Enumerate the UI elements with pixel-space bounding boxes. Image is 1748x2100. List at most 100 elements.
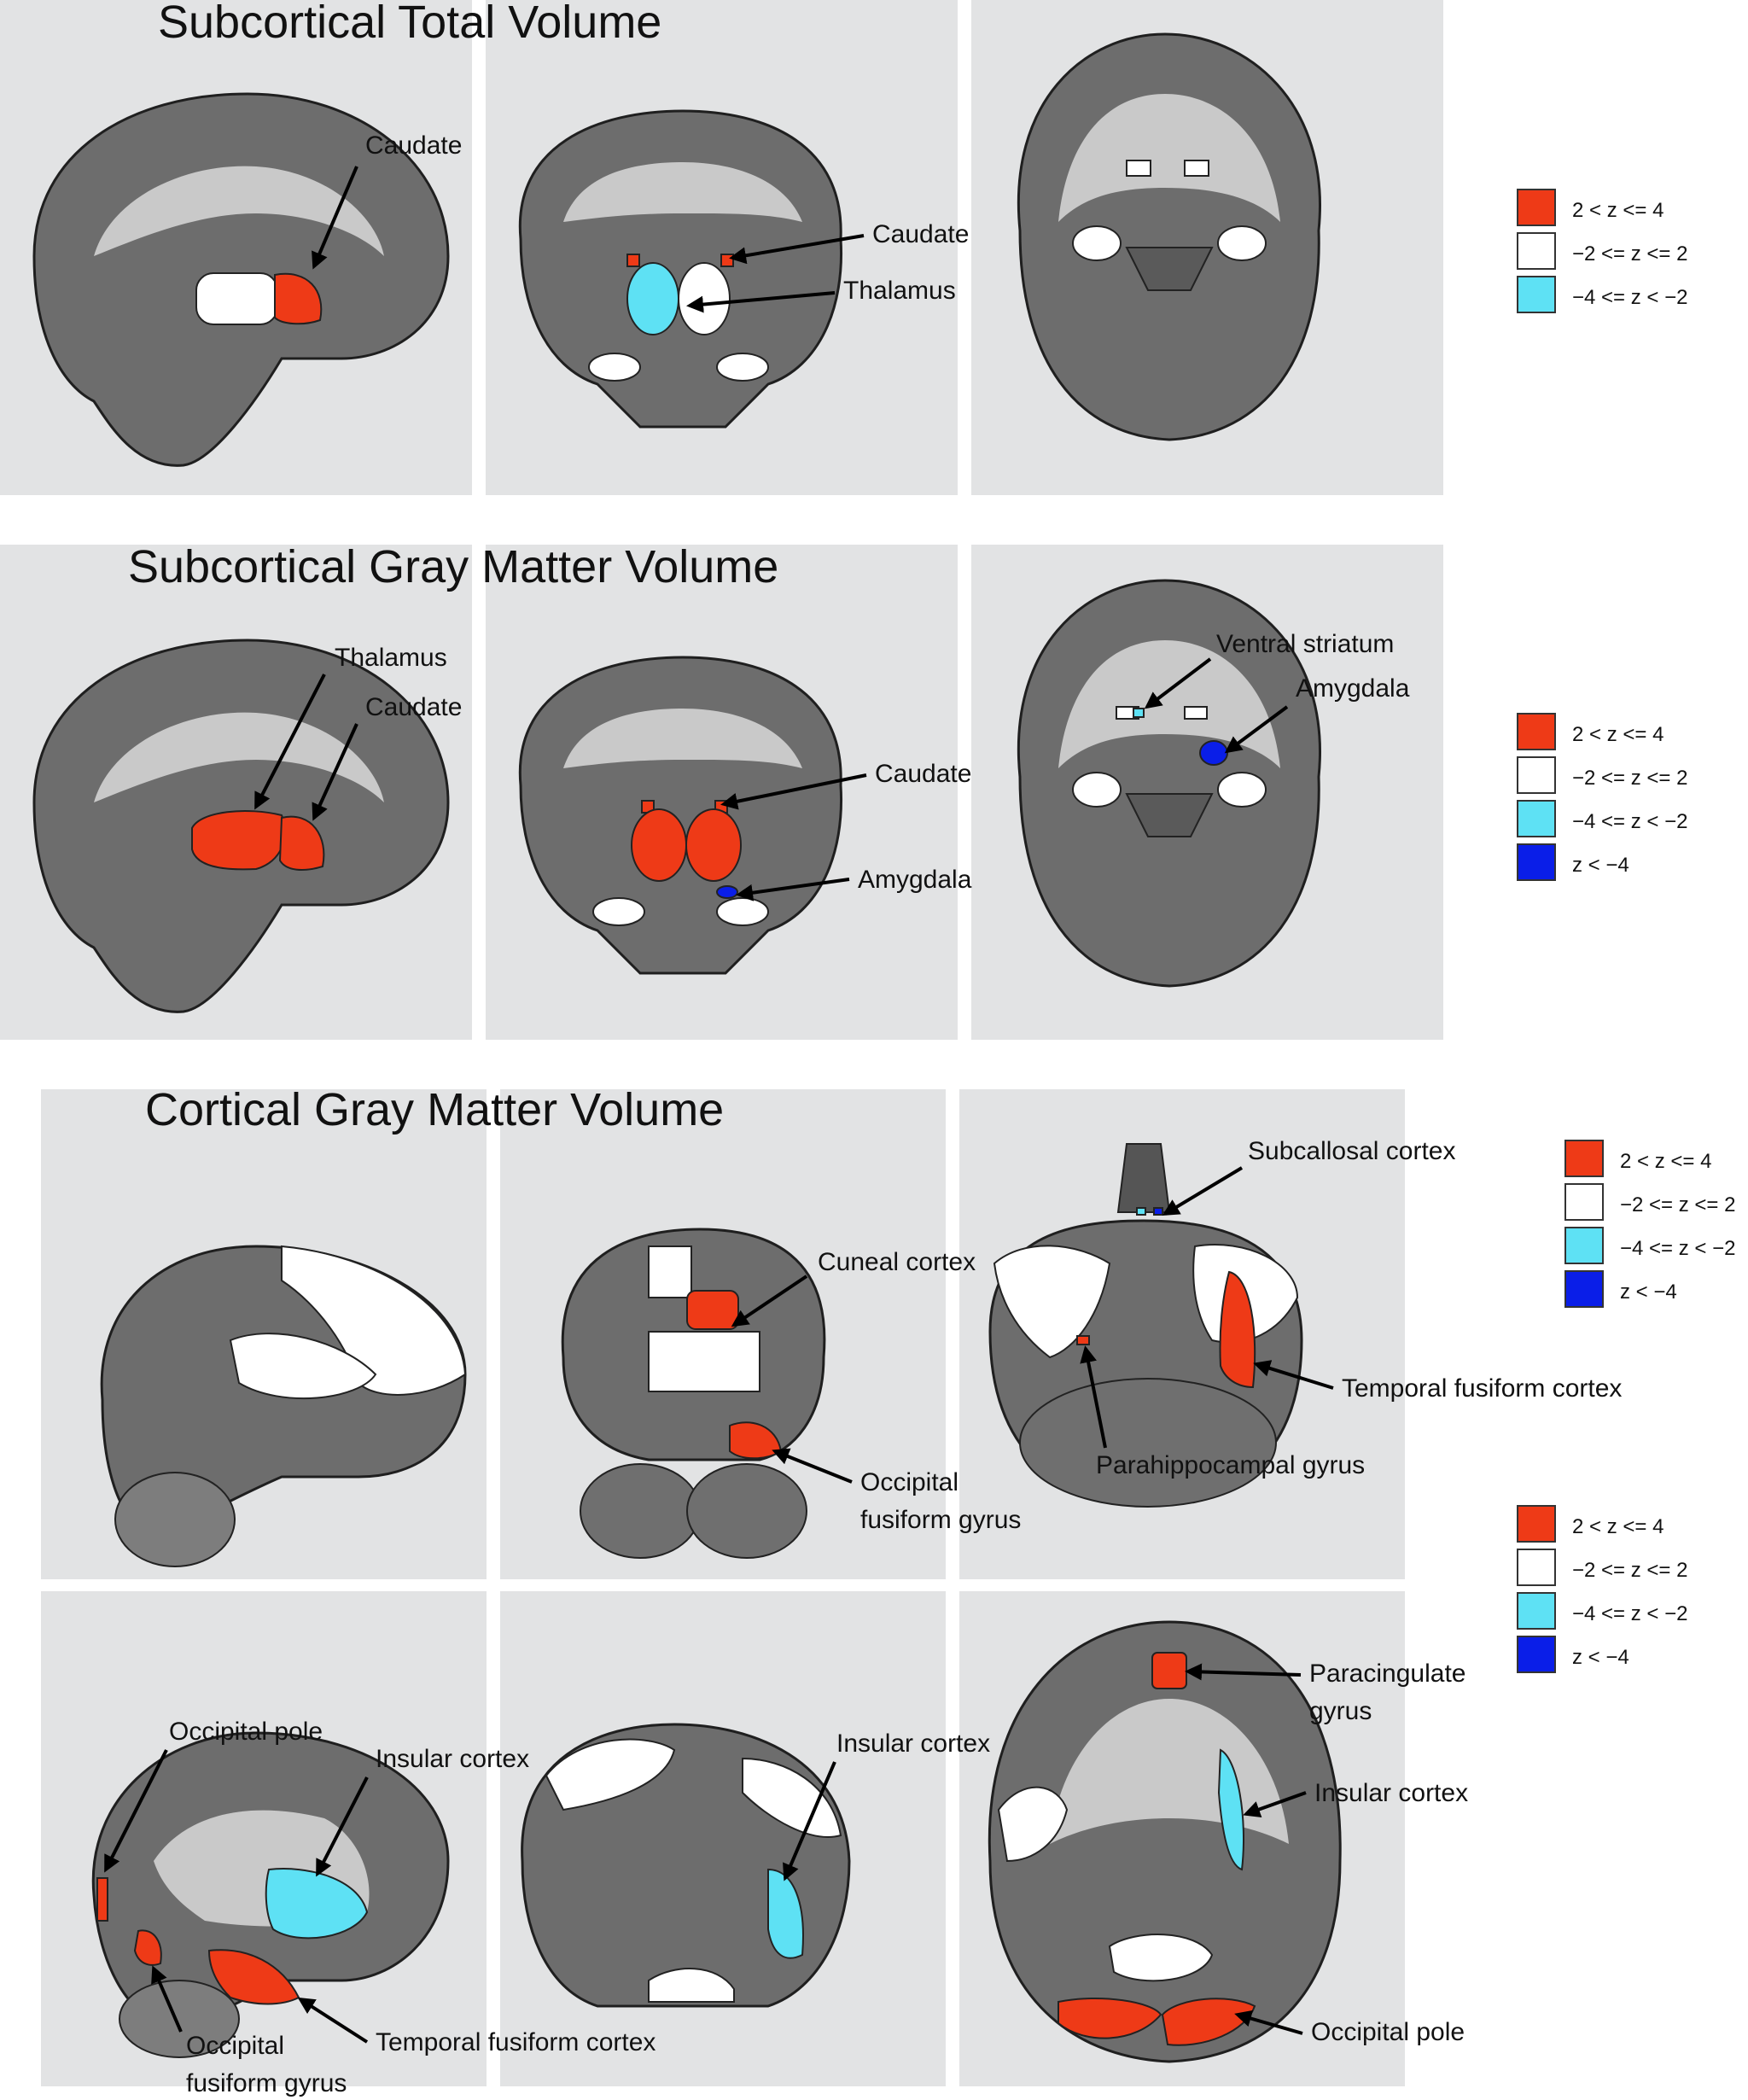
label-occ-fus-3a-2: fusiform gyrus — [860, 1506, 1021, 1534]
label-occ-fus-sag-1: Occipital — [186, 2032, 284, 2060]
roi-cortex — [997, 1786, 1069, 1863]
arrow-paracingulate — [1185, 1663, 1302, 1681]
cerebellum-left — [580, 1463, 701, 1559]
roi-ventral-striatum — [1133, 708, 1145, 718]
label-caudate-sag-2: Caudate — [365, 693, 462, 721]
arrow-thalamus-sag-2 — [254, 674, 326, 810]
sagittal-brain-2 — [32, 639, 450, 1013]
roi-subcallosal-cyan — [1136, 1207, 1146, 1216]
legend-swatch-white — [1564, 1183, 1604, 1221]
arrow-caudate-cor-1 — [729, 234, 865, 265]
arrow-amygdala-ax-2 — [1224, 705, 1289, 754]
legend-3a: 2 < z <= 4 −2 <= z <= 2 −4 <= z < −2 z <… — [1564, 1140, 1735, 1308]
roi-ventral-right — [1184, 160, 1209, 177]
roi-temporal-fusiform — [1219, 1270, 1256, 1389]
legend-swatch-cyan — [1517, 800, 1556, 837]
legend-swatch-white — [1517, 756, 1556, 794]
arrow-parahippocampal — [1080, 1345, 1107, 1449]
roi-thalamus-left — [631, 808, 687, 882]
legend-label: −4 <= z < −2 — [1620, 1237, 1735, 1260]
legend-swatch-red — [1517, 189, 1556, 226]
arrow-temporal-fus-3a — [1253, 1360, 1334, 1390]
roi-amygdala-right — [1217, 225, 1267, 261]
section-subcortical-gray: Subcortical Gray Matter Volume Thalamus … — [0, 541, 1687, 1040]
legend-label: −2 <= z <= 2 — [1620, 1193, 1735, 1216]
roi-brainstem — [648, 1968, 735, 2003]
roi-amygdala — [1199, 740, 1228, 766]
arrow-occ-pole-sag — [104, 1749, 168, 1873]
legend-swatch-blue — [1564, 1270, 1604, 1308]
label-insular-sag: Insular cortex — [376, 1745, 529, 1773]
roi-cortex — [742, 1757, 842, 1838]
legend-3b: 2 < z <= 4 −2 <= z <= 2 −4 <= z < −2 z <… — [1517, 1505, 1687, 1673]
roi-occipital-pole — [96, 1877, 108, 1922]
roi-subcallosal-blue — [1153, 1207, 1163, 1216]
arrow-caudate-sag-2 — [312, 723, 358, 821]
cerebellum-right — [686, 1463, 807, 1559]
legend-swatch-white — [1517, 1549, 1556, 1586]
roi-cortex — [281, 1245, 467, 1396]
sagittal-brain-3b — [91, 1731, 450, 2058]
label-paracingulate-1: Paracingulate — [1309, 1660, 1465, 1688]
axial-brain-3a — [988, 1143, 1303, 1508]
roi-hippocampus-right — [716, 353, 769, 382]
label-cuneal: Cuneal cortex — [818, 1248, 976, 1276]
roi-occipital-pole-right — [1161, 1998, 1256, 2046]
label-amygdala-cor-2: Amygdala — [858, 866, 972, 894]
roi-caudate — [278, 815, 325, 872]
roi-thalamus — [191, 810, 286, 871]
arrow-occ-fus-sag — [151, 1965, 183, 2033]
roi-hippocampus-left — [1072, 772, 1122, 808]
legend-swatch-white — [1517, 232, 1556, 270]
arrow-thalamus-cor-1 — [686, 291, 836, 313]
sagittal-brain-1 — [32, 92, 450, 467]
legend-label: 2 < z <= 4 — [1572, 1515, 1664, 1538]
legend-label: −2 <= z <= 2 — [1572, 767, 1687, 790]
roi-cortex — [545, 1738, 676, 1811]
label-amygdala-ax-2: Amygdala — [1296, 674, 1410, 703]
brainstem — [1125, 247, 1214, 291]
cerebellum — [114, 1472, 236, 1567]
arrow-amygdala-cor-2 — [736, 878, 850, 901]
roi-paracingulate — [1151, 1652, 1187, 1689]
legend-label: 2 < z <= 4 — [1572, 723, 1664, 746]
roi-ventral-left — [1126, 160, 1151, 177]
section-subcortical-total: Subcortical Total Volume Caudate Caudate… — [0, 0, 1687, 495]
roi-cortex — [993, 1245, 1111, 1359]
arrow-cuneal — [731, 1275, 808, 1327]
label-occ-pole-ax: Occipital pole — [1311, 2018, 1465, 2046]
arrow-insular-cor — [783, 1761, 836, 1881]
arrow-subcallosal — [1162, 1166, 1244, 1216]
sagittal-brain-3a — [100, 1245, 467, 1567]
brainstem — [1125, 793, 1214, 837]
section-title-3: Cortical Gray Matter Volume — [145, 1084, 724, 1135]
legend-label: −4 <= z < −2 — [1572, 810, 1687, 833]
legend-swatch-red — [1517, 1505, 1556, 1543]
section-cortical-gray: Cortical Gray Matter Volume Cuneal corte… — [41, 1084, 1735, 2097]
roi-ventral-right — [1184, 706, 1208, 720]
axial-brain-3b — [988, 1620, 1342, 2063]
label-parahippocampal: Parahippocampal gyrus — [1096, 1451, 1365, 1479]
label-thalamus-cor-1: Thalamus — [843, 277, 956, 305]
axial-brain-1 — [1017, 32, 1321, 441]
arrow-caudate-cor-2 — [720, 773, 867, 810]
legend-label: 2 < z <= 4 — [1572, 199, 1664, 222]
legend-swatch-cyan — [1517, 1592, 1556, 1630]
legend-swatch-blue — [1517, 843, 1556, 881]
roi-thalamus-right — [685, 808, 742, 882]
label-caudate-cor-2: Caudate — [875, 760, 971, 788]
label-insular-ax: Insular cortex — [1314, 1779, 1468, 1807]
roi-cortex — [648, 1331, 760, 1392]
legend-label: 2 < z <= 4 — [1620, 1150, 1711, 1173]
label-ventral-striatum-ax-2: Ventral striatum — [1216, 630, 1394, 658]
roi-thalamus — [195, 272, 278, 325]
roi-temporal-fusiform — [207, 1949, 300, 2005]
legend-label: −2 <= z <= 2 — [1572, 1559, 1687, 1582]
label-occ-fus-sag-2: fusiform gyrus — [186, 2069, 347, 2097]
legend-swatch-blue — [1517, 1636, 1556, 1673]
coronal-brain-3a — [561, 1228, 826, 1559]
roi-insular — [1217, 1748, 1244, 1871]
coronal-brain-1 — [518, 109, 843, 429]
label-temporal-fus-3a: Temporal fusiform cortex — [1342, 1374, 1622, 1403]
